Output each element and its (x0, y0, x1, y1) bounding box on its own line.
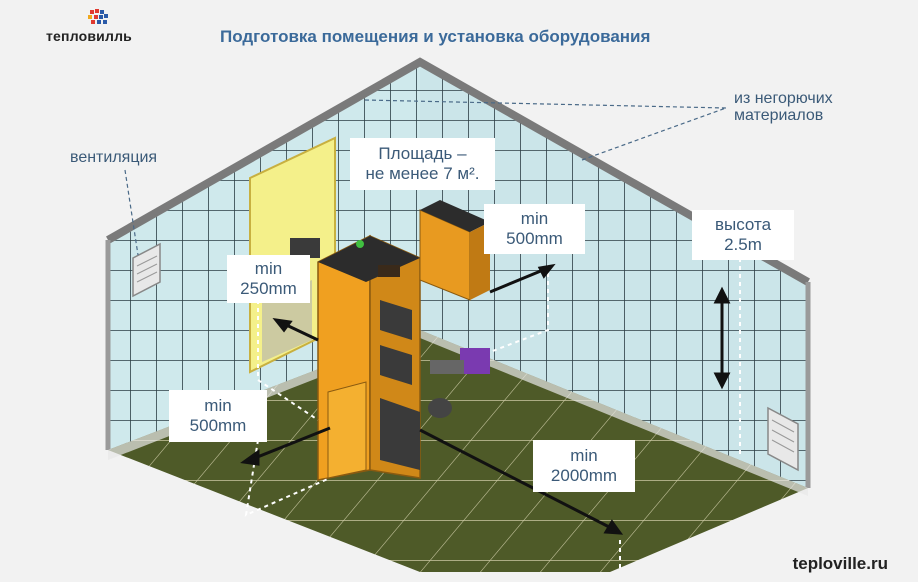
page-title: Подготовка помещения и установка оборудо… (220, 27, 651, 46)
brand-logo-icon (88, 9, 108, 24)
height-callout: высота 2.5m (692, 210, 794, 260)
wall-top-edge (106, 57, 810, 286)
materials-label: из негорючих материалов (734, 90, 833, 124)
vent-grille-left (132, 242, 161, 298)
front-clearance-line-2: 2000mm (550, 466, 618, 485)
back-clearance-line-1: min (520, 209, 549, 228)
area-callout: Площадь – не менее 7 м². (350, 138, 495, 190)
side-clearance-line-1: min (254, 259, 283, 278)
boiler (290, 200, 490, 481)
materials-line-2: материалов (734, 107, 824, 124)
front-clearance-callout: min 2000mm (533, 440, 635, 492)
height-line-2: 2.5m (724, 235, 762, 254)
front-left-clearance-line-2: 500mm (189, 416, 247, 435)
materials-line-1: из негорючих (734, 90, 833, 107)
ventilation-label: вентиляция (70, 149, 158, 166)
right-wall (420, 62, 808, 488)
height-line-1: высота (714, 215, 772, 234)
vent-grille-right (767, 406, 799, 472)
dimension-arrows (240, 263, 731, 535)
clearance-guides (244, 258, 741, 572)
front-left-clearance-line-1: min (204, 396, 232, 415)
area-line-1: Площадь – (378, 144, 467, 163)
side-clearance-line-2: 250mm (240, 279, 297, 298)
side-clearance-callout: min 250mm (227, 255, 310, 303)
back-clearance-callout: min 500mm (484, 204, 585, 254)
front-clearance-line-1: min (570, 446, 598, 465)
website-link[interactable]: teploville.ru (792, 554, 888, 573)
front-left-clearance-callout: min 500mm (169, 390, 267, 442)
brand-name[interactable]: тепловилль (46, 28, 132, 44)
back-clearance-line-2: 500mm (506, 229, 563, 248)
leader-lines (124, 99, 727, 256)
area-line-2: не менее 7 м². (365, 164, 480, 183)
